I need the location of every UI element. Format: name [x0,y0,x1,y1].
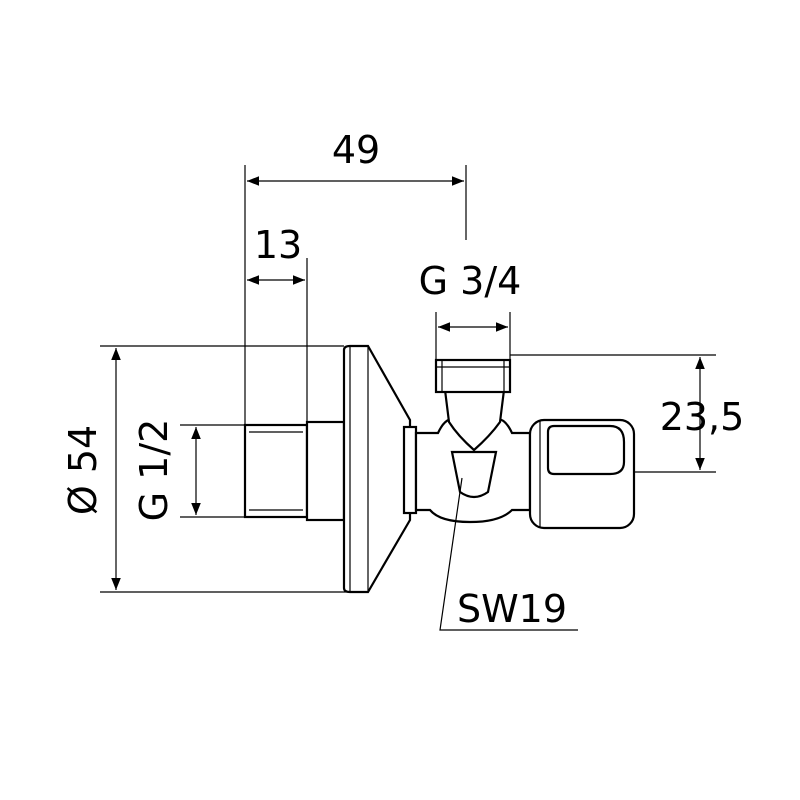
valve-body [243,344,636,594]
label-thread-length: 13 [254,223,302,267]
sw19-hex [450,450,498,499]
inlet-thread-pipe [243,423,309,519]
label-outlet-offset: 23,5 [660,395,745,439]
upper-stem [443,388,506,452]
cap-nut-face [546,424,626,476]
flange-neck [402,425,418,515]
dimension-lines [111,176,705,631]
inlet-hex-collar [305,420,346,522]
sw19-leader [439,477,578,631]
extension-lines [100,165,716,593]
label-flange-diameter: Ø 54 [61,425,105,515]
label-wrench-size: SW19 [457,587,567,631]
dimension-labels: 49 13 G 3/4 Ø 54 G 1/2 23,5 SW19 [61,128,744,631]
label-overall-length: 49 [332,128,380,172]
wall-flange [342,344,412,594]
label-inlet-thread: G 1/2 [132,419,176,522]
label-outlet-thread: G 3/4 [419,259,522,303]
outlet-thread-cap [434,358,512,394]
